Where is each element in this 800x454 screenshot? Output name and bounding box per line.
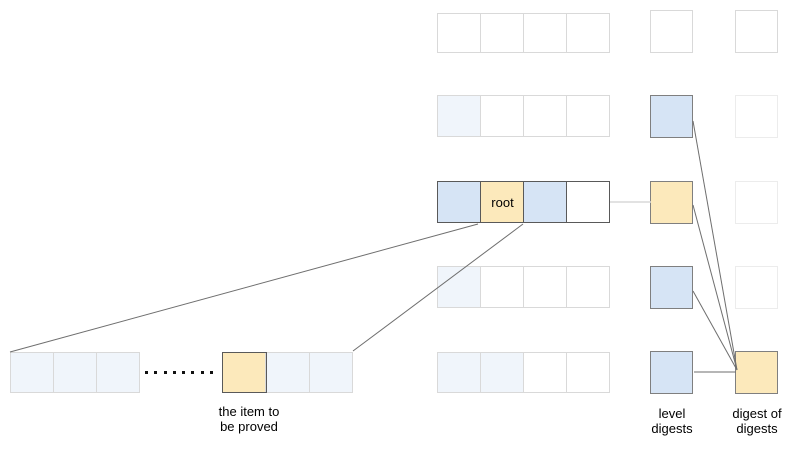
digest-of-digests xyxy=(735,351,778,394)
hash-row-2-cell-4 xyxy=(567,96,609,136)
hash-row-2-cell-2 xyxy=(481,96,524,136)
expanded-array-left-cell-3 xyxy=(97,353,139,392)
item-label-line2: be proved xyxy=(220,419,278,434)
level-digest-2 xyxy=(650,95,693,138)
expanded-array-right-cell-2 xyxy=(266,353,310,392)
expanded-array-left-cell-2 xyxy=(54,353,97,392)
expanded-array-right xyxy=(222,352,353,393)
hash-row-2-cell-1 xyxy=(438,96,481,136)
hash-row-4-cell-1 xyxy=(438,267,481,307)
digest-col-1 xyxy=(735,10,778,53)
level-digests-label-line1: level xyxy=(658,406,686,421)
hash-row-4-cell-4 xyxy=(567,267,609,307)
level3-to-digest-line xyxy=(692,204,738,371)
expanded-array-left xyxy=(10,352,140,393)
hash-row-1-cell-2 xyxy=(481,14,524,52)
ellipsis-dot xyxy=(145,371,148,374)
hash-row-5-cell-3 xyxy=(524,353,567,392)
level-digest-4 xyxy=(650,266,693,309)
ellipsis-dots xyxy=(145,370,213,375)
hash-row-4-cell-2 xyxy=(481,267,524,307)
digest-of-digests-label: digest of digests xyxy=(714,406,800,436)
item-label-line1: the item to xyxy=(218,404,280,419)
digest-of-digests-label-line1: digest of xyxy=(732,406,782,421)
hash-row-1-cell-4 xyxy=(567,14,609,52)
level-digests-label: level digests xyxy=(630,406,714,436)
level-digest-3 xyxy=(650,181,693,224)
hash-row-2-cell-3 xyxy=(524,96,567,136)
level4-to-digest-line xyxy=(692,290,738,371)
hash-row-1 xyxy=(437,13,610,53)
root-row-cell-3 xyxy=(524,182,567,222)
root-row-cell-2 xyxy=(481,182,524,222)
hash-row-5-cell-4 xyxy=(567,353,609,392)
expanded-array-right-cell-3 xyxy=(309,353,352,392)
ellipsis-dot xyxy=(191,371,195,374)
ellipsis-dot xyxy=(172,371,176,374)
root-cell-label: root xyxy=(491,194,514,210)
ellipsis-dot xyxy=(163,371,167,374)
root-expand-left-line xyxy=(9,223,479,353)
ellipsis-dot xyxy=(182,371,186,374)
ellipsis-dot xyxy=(200,371,204,374)
expanded-array-right-cell-1 xyxy=(223,353,267,392)
level-digests-label-line2: digests xyxy=(651,421,693,436)
digest-of-digests-label-line2: digests xyxy=(736,421,778,436)
level-digest-1 xyxy=(650,10,693,53)
hash-row-5-cell-1 xyxy=(438,353,481,392)
expanded-array-left-cell-1 xyxy=(11,353,54,392)
ellipsis-dot xyxy=(154,371,158,374)
digest-col-3 xyxy=(735,181,778,224)
hash-row-4-cell-3 xyxy=(524,267,567,307)
hash-row-2 xyxy=(437,95,610,137)
ellipsis-dot xyxy=(209,371,213,374)
root-row xyxy=(437,181,610,223)
root-row-cell-1 xyxy=(438,182,481,222)
digest-col-2 xyxy=(735,95,778,138)
level2-to-digest-line xyxy=(692,120,738,371)
root-row-cell-4 xyxy=(567,182,609,222)
hash-row-5-cell-2 xyxy=(481,353,524,392)
item-label: the item to be proved xyxy=(199,404,299,434)
hash-row-1-cell-3 xyxy=(524,14,567,52)
hash-row-5 xyxy=(437,352,610,393)
digest-col-4 xyxy=(735,266,778,309)
hash-row-4 xyxy=(437,266,610,308)
hash-row-1-cell-1 xyxy=(438,14,481,52)
level-digest-5 xyxy=(650,351,693,394)
